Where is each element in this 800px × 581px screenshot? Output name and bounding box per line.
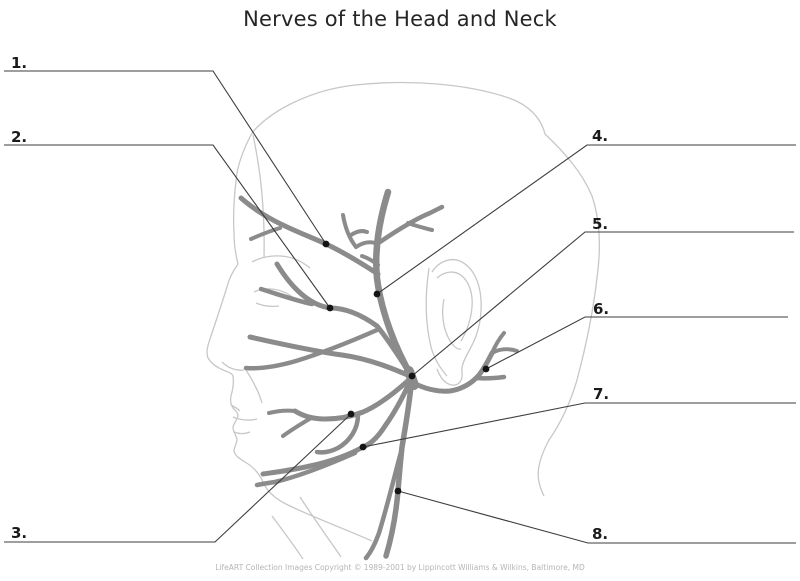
nerve-infraorbital-twig [258,286,315,307]
label-1-leader-line [4,70,327,245]
nerve-temporal-fork [374,204,445,247]
upper-lip [230,404,241,412]
label-8-leader-line [397,490,796,544]
label-1-target-dot [322,240,330,248]
label-5-number: 5. [592,215,608,233]
nerve-posterior-auricular-branch [409,350,495,394]
nerve-mouth-twig-1 [281,416,313,438]
label-7-number: 7. [593,385,609,403]
label-3-number: 3. [11,524,27,542]
label-5-leader-line [411,231,794,377]
copyright-text: LifeART Collection Images Copyright © 19… [215,563,585,572]
nerve-cervical-branch [383,374,415,559]
label-6-leader-line [485,316,788,370]
label-4-number: 4. [592,127,608,145]
label-3-leader-line [4,413,352,543]
label-6-number: 6. [593,300,609,318]
nerve-twig-1 [341,213,358,249]
label-7-target-dot [359,443,367,451]
ear-outer [431,258,482,386]
nerve-pa-fork-2 [490,347,519,355]
nerve-main-trunk [372,188,416,381]
nerve-upper-buccal-branch [247,334,415,380]
ear-front-sideburn [425,267,448,377]
label-8-number: 8. [592,525,608,543]
eyebrow [251,255,311,269]
lower-lip [233,431,251,435]
nerve-twig-3 [349,229,369,237]
ear-fold [442,298,462,350]
hairline [252,134,265,259]
face-profile [206,132,373,542]
nerve-twig-4 [360,254,380,267]
nostril [221,361,245,371]
label-2-number: 2. [11,128,27,146]
skull-and-back-of-neck [251,81,600,497]
nerve-temporal-subtwig [406,221,434,232]
nerve-mouth-twig-2 [267,408,297,415]
eye-lower [255,302,280,308]
label-2-target-dot [326,304,334,312]
nerve-cervical-branch-2 [363,449,404,561]
facial-nerve-tree [238,188,519,561]
label-leaders: 1. 2. 3. 4. 5. 6. 7. 8. [4,54,796,544]
nasolabial-line [245,369,263,404]
nerve-twig-2 [354,240,377,249]
nerve-mid-buccal-branch [243,327,380,371]
label-4-leader-line [376,144,796,295]
mouth-line [232,416,258,421]
nerve-jaw-branch [254,450,358,488]
head-outline [206,81,600,560]
nerve-buccal-loop [314,412,361,455]
nerve-brow-twig [249,226,282,241]
label-4-target-dot [373,290,381,298]
label-8-target-dot [394,487,402,495]
nerve-buccal-branch [292,374,415,422]
label-7-leader-line [362,402,796,448]
ear-inner [436,271,473,342]
nerve-zygomatic-branch [274,261,415,380]
label-6-target-dot [482,365,490,373]
page-title: Nerves of the Head and Neck [243,7,557,31]
label-1-number: 1. [11,54,27,72]
label-5-target-dot [408,372,416,380]
nerve-pa-lower [474,374,507,381]
label-3-target-dot [347,410,355,418]
label-2-leader-line [4,144,331,309]
neck-front-line-1 [299,496,342,558]
neck-front-line-2 [271,515,304,560]
